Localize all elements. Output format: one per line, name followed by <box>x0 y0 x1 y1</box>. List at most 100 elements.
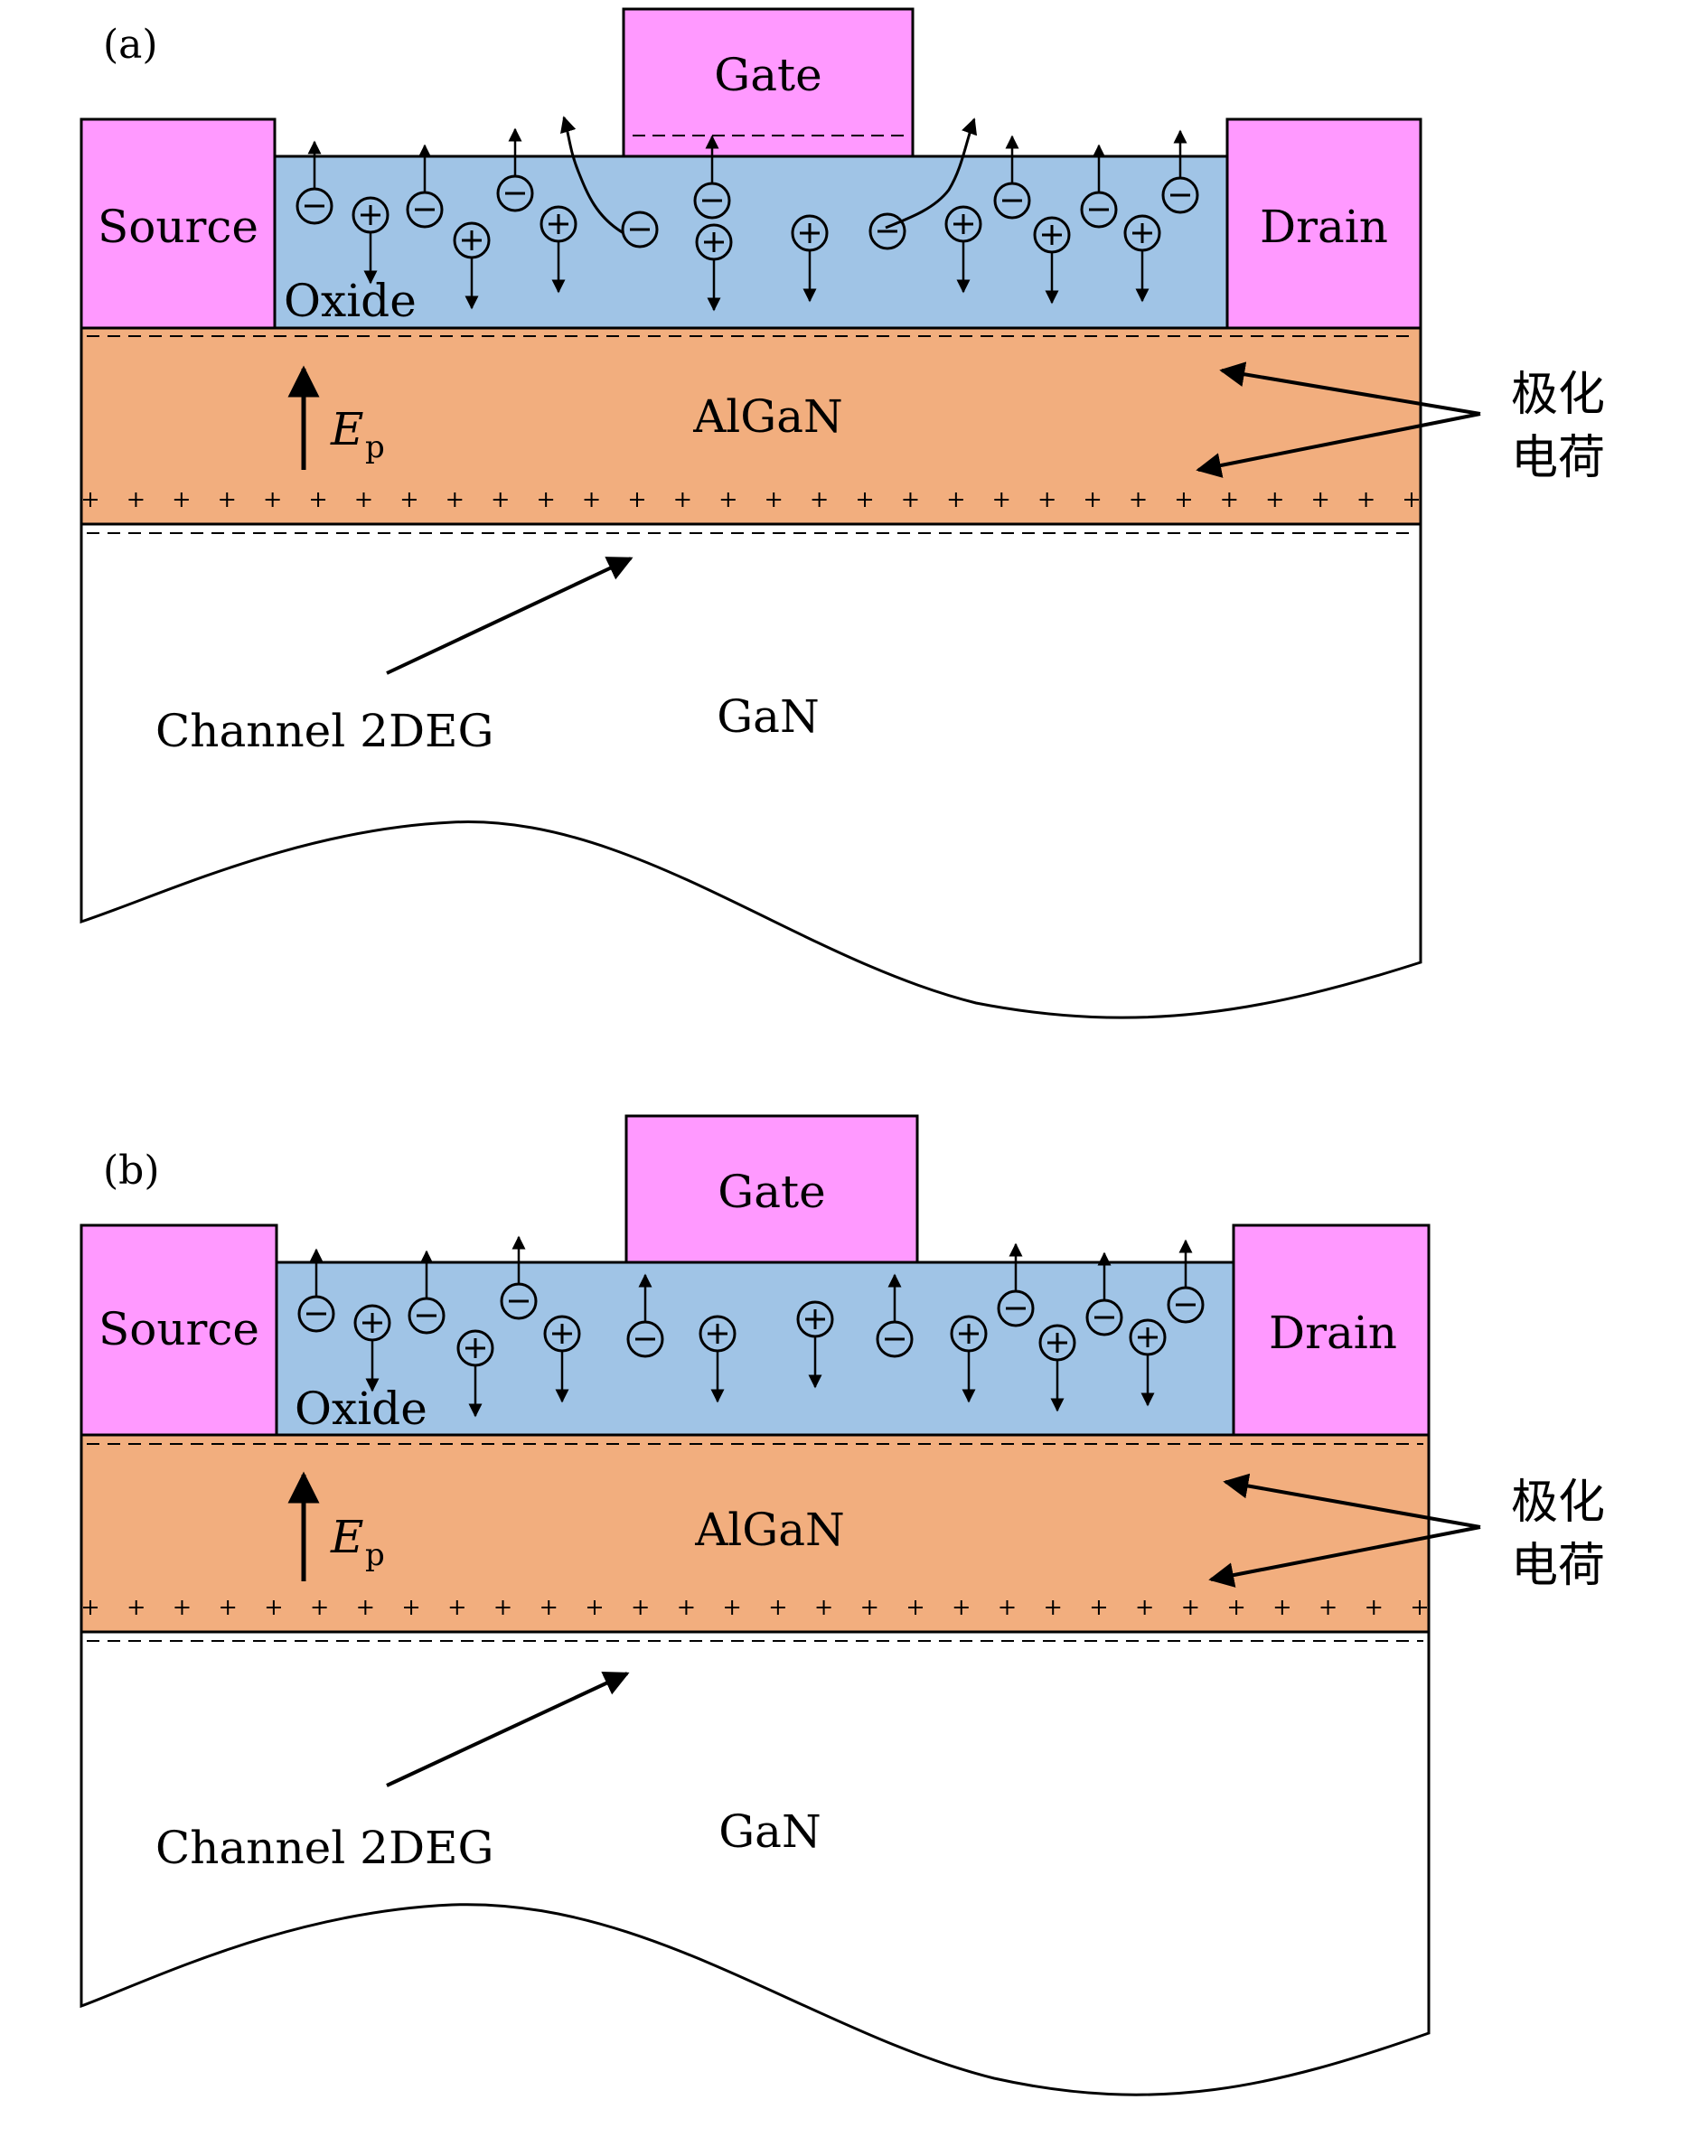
source-label: Source <box>98 201 258 253</box>
positive-charge-mark <box>725 1600 740 1615</box>
positive-charge-mark <box>220 492 235 507</box>
positive-charge-mark <box>541 1600 557 1615</box>
positive-charge-mark <box>720 492 736 507</box>
positive-charge-mark <box>1091 1600 1106 1615</box>
gan-layer <box>80 1630 1431 2096</box>
channel-label: Channel 2DEG <box>155 1822 494 1874</box>
oxide-layer <box>273 155 1229 330</box>
positive-charge-mark <box>1131 492 1146 507</box>
positive-charge-mark <box>83 492 98 507</box>
channel-label: Channel 2DEG <box>155 705 494 757</box>
positive-charge-mark <box>1313 492 1328 507</box>
negative-charge <box>626 1273 664 1358</box>
field-subscript: p <box>365 429 385 465</box>
gate-contact <box>624 1114 919 1264</box>
positive-charge-mark <box>1176 492 1191 507</box>
positive-charge <box>791 214 829 303</box>
drain-label: Drain <box>1260 201 1388 253</box>
positive-charge-mark <box>908 1600 924 1615</box>
positive-charge-mark <box>404 1600 419 1615</box>
oxide-label: Oxide <box>284 275 417 327</box>
positive-charge <box>1038 1324 1076 1412</box>
positive-charge-mark <box>174 1600 190 1615</box>
positive-charge <box>456 1329 494 1418</box>
positive-charge-mark <box>1137 1600 1152 1615</box>
positive-charge-mark <box>449 1600 465 1615</box>
positive-charge <box>540 205 577 294</box>
positive-charge <box>950 1315 988 1403</box>
positive-charge-mark <box>816 1600 831 1615</box>
positive-charge <box>1123 214 1161 303</box>
positive-charge-mark <box>862 1600 877 1615</box>
positive-charge <box>453 221 491 310</box>
positive-charge-mark <box>999 1600 1015 1615</box>
negative-charge <box>1161 129 1199 214</box>
algan-label: AlGaN <box>694 1504 845 1556</box>
positive-charge-mark <box>493 492 508 507</box>
positive-charge-mark <box>83 1600 98 1615</box>
gate-label: Gate <box>714 49 821 101</box>
oxide-charges <box>297 1235 1205 1418</box>
drain-contact <box>1225 117 1422 330</box>
positive-charge-mark <box>1358 492 1374 507</box>
positive-charge-mark <box>633 1600 648 1615</box>
positive-charge-mark <box>1274 1600 1290 1615</box>
positive-charge-mark <box>903 492 918 507</box>
polarization-arrow-bottom <box>1196 412 1481 478</box>
source-label: Source <box>99 1303 259 1355</box>
positive-charge <box>796 1300 834 1389</box>
positive-charge-mark <box>358 1600 373 1615</box>
positive-charge-mark <box>587 1600 602 1615</box>
negative-charge <box>876 1273 914 1358</box>
positive-charge <box>1129 1318 1167 1407</box>
oxide-charges <box>296 127 1199 312</box>
escaping-electron-arrow-right <box>885 117 978 230</box>
polarization-label-line2: 电荷 <box>1511 431 1605 485</box>
negative-charge <box>868 212 906 250</box>
positive-charge-mark <box>994 492 1009 507</box>
polarization-arrow-top <box>1219 361 1481 416</box>
drain-contact <box>1232 1223 1431 1437</box>
positive-charge-mark <box>858 492 873 507</box>
negative-charge <box>297 1248 335 1333</box>
positive-charge-mark <box>812 492 827 507</box>
positive-charge-mark <box>1039 492 1055 507</box>
negative-charge <box>1080 144 1118 229</box>
negative-charge <box>296 140 333 225</box>
negative-charge <box>997 1242 1035 1327</box>
positive-charge <box>944 205 982 294</box>
positive-charge-mark <box>1404 492 1419 507</box>
panel-label: (b) <box>103 1148 160 1194</box>
positive-charge-mark <box>401 492 417 507</box>
positive-charge-mark <box>953 1600 969 1615</box>
field-subscript: p <box>365 1537 385 1573</box>
oxide-label: Oxide <box>295 1383 427 1435</box>
positive-charge-mark <box>1229 1600 1244 1615</box>
field-symbol: E <box>330 403 364 455</box>
positive-charge <box>695 223 733 312</box>
positive-charge-mark <box>1267 492 1282 507</box>
gan-label: GaN <box>718 1805 821 1858</box>
negative-charge <box>1167 1239 1205 1324</box>
channel-arrow <box>386 1671 630 1787</box>
positive-charge-mark <box>495 1600 511 1615</box>
escaping-electron-arrow-left <box>560 116 624 235</box>
polarization-label-line1: 极化 <box>1511 1476 1605 1530</box>
negative-charge <box>500 1235 538 1320</box>
panel-label: (a) <box>103 22 158 68</box>
negative-charge <box>406 144 444 229</box>
positive-charge-row <box>83 492 1419 507</box>
positive-charge-mark <box>356 492 371 507</box>
positive-charge <box>699 1315 737 1403</box>
positive-charge-mark <box>1085 492 1101 507</box>
negative-charge <box>496 127 534 212</box>
positive-charge-mark <box>265 492 280 507</box>
positive-charge-mark <box>447 492 463 507</box>
gan-layer <box>80 522 1422 1019</box>
gan-label: GaN <box>717 690 820 743</box>
positive-charge-mark <box>766 492 782 507</box>
polarization-arrow-top <box>1223 1473 1481 1529</box>
field-symbol: E <box>330 1511 364 1563</box>
positive-charge <box>353 1304 391 1392</box>
